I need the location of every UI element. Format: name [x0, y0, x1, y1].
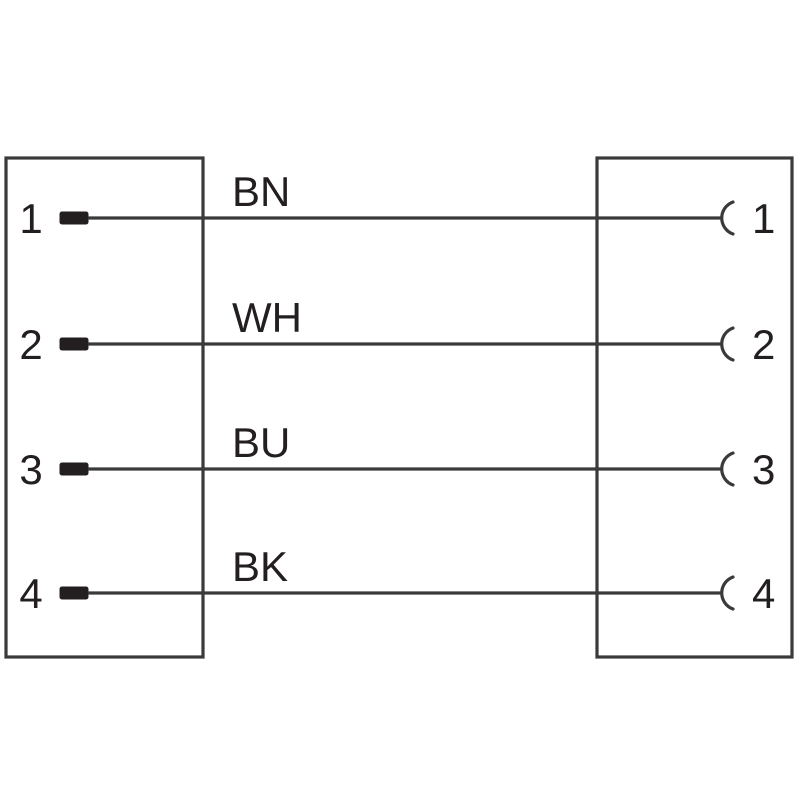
right-socket-arc-2 — [720, 326, 735, 362]
left-pin-number-2: 2 — [19, 321, 42, 368]
wire-label-bu: BU — [232, 419, 290, 466]
left-connector-group: 1 2 3 4 — [4, 156, 205, 659]
wires-group — [88, 216, 722, 595]
right-socket-arc-3 — [720, 451, 735, 487]
left-pin-number-4: 4 — [19, 570, 42, 617]
left-pin-stub-3 — [59, 462, 89, 476]
right-pin-number-1: 1 — [752, 195, 775, 242]
left-pin-number-1: 1 — [19, 195, 42, 242]
wire-labels-group: BN WH BU BK — [232, 168, 302, 590]
wire-label-bk: BK — [232, 543, 288, 590]
wire-label-bn: BN — [232, 168, 290, 215]
right-pin-number-2: 2 — [752, 321, 775, 368]
right-socket-arc-1 — [720, 200, 735, 236]
wire-label-wh: WH — [232, 294, 302, 341]
right-pin-number-4: 4 — [752, 570, 775, 617]
left-connector-outline — [4, 156, 205, 659]
left-pin-number-3: 3 — [19, 446, 42, 493]
left-pin-stub-2 — [59, 337, 89, 351]
right-connector-group: 1 2 3 4 — [595, 156, 794, 659]
left-pin-stub-1 — [59, 211, 89, 225]
left-pin-stub-4 — [59, 586, 89, 600]
right-connector-outline — [595, 156, 794, 659]
right-socket-arc-4 — [720, 575, 735, 611]
right-pin-number-3: 3 — [752, 446, 775, 493]
